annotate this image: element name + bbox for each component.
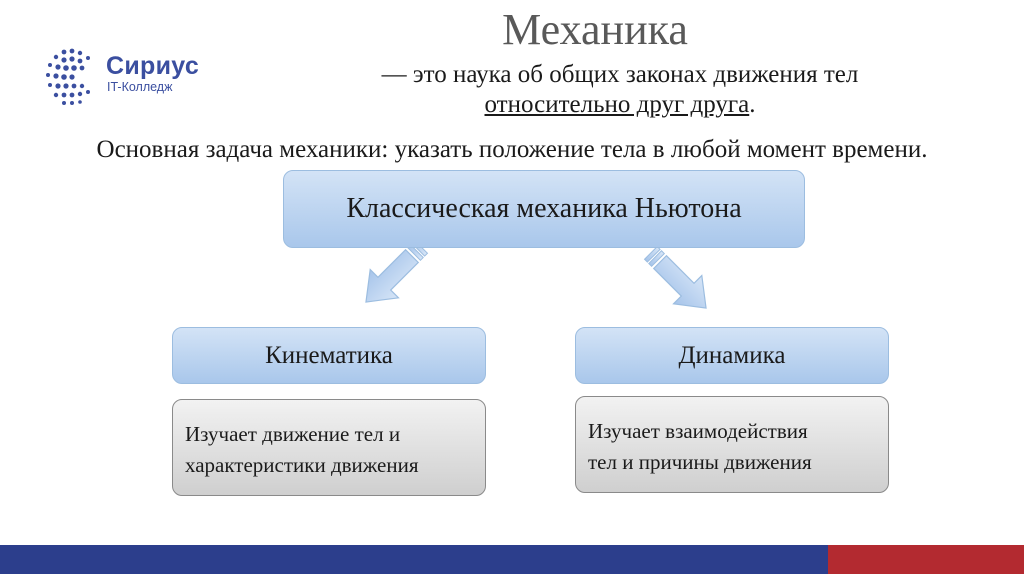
kinematics-description-line-2: характеристики движения: [185, 453, 419, 477]
root-node: Классическая механика Ньютона: [283, 170, 805, 248]
dynamics-node: Динамика: [575, 327, 889, 384]
definition-period: .: [749, 91, 756, 118]
logo-name: Сириус: [106, 52, 200, 80]
arrow-right-icon: [643, 245, 707, 309]
kinematics-description-line-1: Изучает движение тел и: [185, 422, 401, 446]
dynamics-description-line-1: Изучает взаимодействия: [588, 419, 808, 443]
sirius-dots-icon: [46, 48, 90, 105]
kinematics-node: Кинематика: [172, 327, 486, 384]
kinematics-description: Изучает движение тел и характеристики дв…: [172, 399, 486, 496]
definition-underlined: относительно друг друга: [484, 91, 750, 118]
bottom-bar-blue: [0, 545, 828, 574]
logo-subtitle: IT-Колледж: [107, 80, 173, 94]
definition-line-1: — это наука об общих законах движения те…: [381, 61, 859, 88]
definition-text: — это наука об общих законах движения те…: [270, 60, 970, 120]
bottom-bar-red: [828, 545, 1024, 574]
main-task-text: Основная задача механики: указать положе…: [96, 136, 928, 163]
sirius-logo: Сириус IT-Колледж: [42, 46, 232, 108]
definition-line-2: относительно друг друга.: [270, 90, 970, 120]
slide-title: Механика: [502, 5, 688, 54]
bottom-bar: [0, 545, 1024, 574]
dynamics-description: Изучает взаимодействия тел и причины дви…: [575, 396, 889, 493]
dynamics-description-line-2: тел и причины движения: [588, 450, 812, 474]
